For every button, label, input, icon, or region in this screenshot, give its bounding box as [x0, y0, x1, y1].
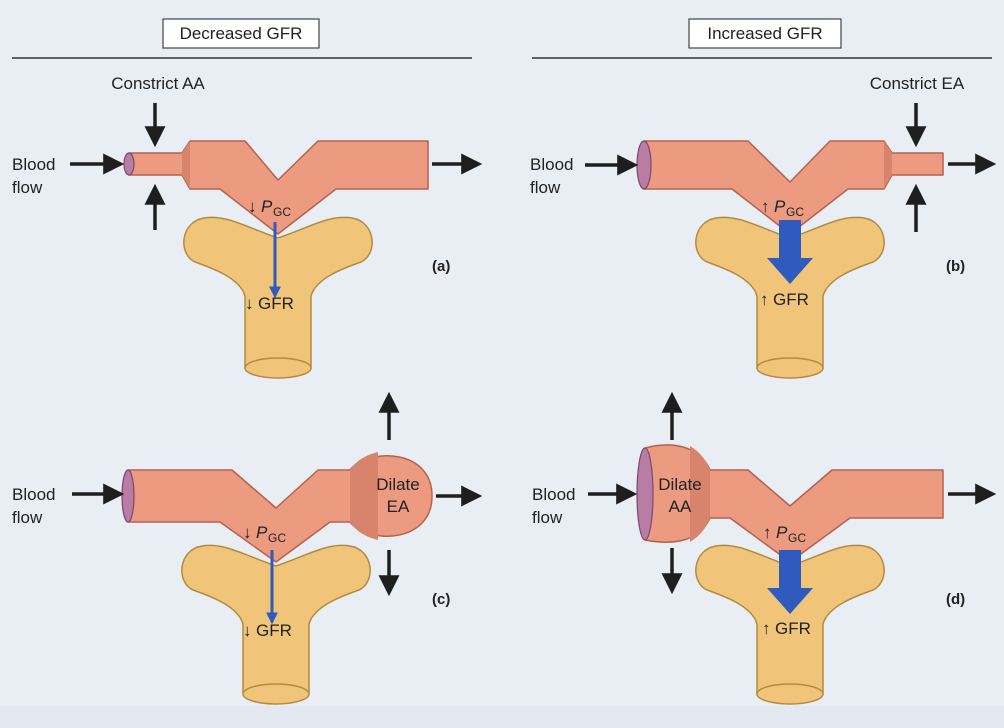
header-increased-gfr: Increased GFR — [688, 18, 842, 49]
vessel-a-inlet — [123, 152, 135, 176]
pgc-sub-c: GC — [268, 531, 286, 545]
capsule-c-opening — [242, 683, 310, 705]
blood-label-a: Blood — [12, 155, 55, 174]
gfr-arrow-c: ↓ — [243, 621, 252, 640]
flow-label-c: flow — [12, 508, 43, 527]
action-label-b: Constrict EA — [870, 74, 965, 93]
action-line1-c: Dilate — [376, 475, 419, 494]
vessel-d — [644, 444, 944, 563]
gfr-label-b: GFR — [773, 290, 809, 309]
pgc-label-b: P — [774, 197, 786, 216]
vessel-d-inlet — [636, 447, 654, 541]
action-line2-c: EA — [387, 497, 410, 516]
gfr-label-a: GFR — [258, 294, 294, 313]
pgc-sub-a: GC — [273, 205, 291, 219]
capsule-d-opening — [756, 683, 824, 705]
panel-d: Dilate AA Blood flow ↑ P GC ↑ GFR (d) — [532, 391, 997, 705]
capsule-a — [183, 216, 373, 369]
gfr-arrow-a: ↓ — [245, 294, 254, 313]
pgc-sub-d: GC — [788, 531, 806, 545]
pgc-label-a: P — [261, 197, 273, 216]
vessel-c-inlet — [121, 469, 135, 523]
header-decreased-gfr: Decreased GFR — [162, 18, 320, 49]
vessel-b — [643, 140, 944, 235]
pgc-label-d: P — [776, 523, 788, 542]
panel-tag-a: (a) — [432, 258, 450, 275]
panel-tag-d: (d) — [946, 591, 965, 608]
header-right-label: Increased GFR — [707, 24, 822, 43]
vessel-b-inlet — [636, 140, 652, 190]
vessel-a — [128, 140, 429, 235]
footer-strip — [0, 706, 1004, 728]
pgc-sub-b: GC — [786, 205, 804, 219]
filtration-arrow-d — [767, 550, 813, 614]
filtration-arrow-b — [767, 220, 813, 284]
gfr-arrow-d: ↑ — [762, 619, 771, 638]
panel-tag-b: (b) — [946, 258, 965, 275]
blood-label-c: Blood — [12, 485, 55, 504]
gfr-arrow-b: ↑ — [760, 290, 769, 309]
panel-tag-c: (c) — [432, 591, 450, 608]
capsule-a-opening — [244, 357, 312, 379]
panel-c: Dilate EA Blood flow ↓ P GC ↓ GFR (c) — [12, 391, 483, 705]
action-label-a: Constrict AA — [111, 74, 205, 93]
pgc-arrow-a: ↓ — [248, 197, 257, 216]
gfr-label-d: GFR — [775, 619, 811, 638]
pgc-arrow-b: ↑ — [761, 197, 770, 216]
pgc-arrow-c: ↓ — [243, 523, 252, 542]
action-line2-d: AA — [669, 497, 692, 516]
capsule-c — [181, 544, 371, 695]
header-left-label: Decreased GFR — [180, 24, 303, 43]
blood-label-b: Blood — [530, 155, 573, 174]
action-line1-d: Dilate — [658, 475, 701, 494]
capsule-b-opening — [756, 357, 824, 379]
gfr-label-c: GFR — [256, 621, 292, 640]
panel-b: Constrict EA Blood flow ↑ P GC ↑ GFR (b) — [530, 74, 997, 379]
panel-a: Constrict AA Blood flow ↓ P GC ↓ GFR (a) — [12, 74, 483, 379]
blood-label-d: Blood — [532, 485, 575, 504]
pgc-arrow-d: ↑ — [763, 523, 772, 542]
flow-label-b: flow — [530, 178, 561, 197]
pgc-label-c: P — [256, 523, 268, 542]
flow-label-a: flow — [12, 178, 43, 197]
flow-label-d: flow — [532, 508, 563, 527]
